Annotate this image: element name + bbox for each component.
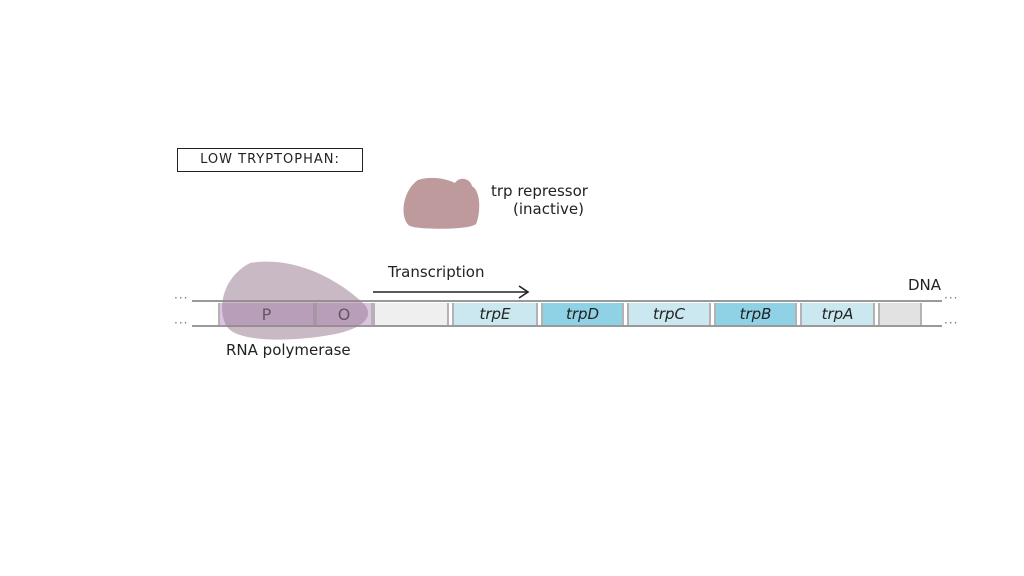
segment-leader xyxy=(373,303,449,325)
segment-trpA: trpA xyxy=(800,303,875,325)
condition-label: LOW TRYPTOPHAN: xyxy=(177,148,363,172)
trp-repressor-shape xyxy=(403,177,480,229)
dna-left-dots-bottom: ··· xyxy=(174,316,189,330)
rna-polymerase-label: RNA polymerase xyxy=(226,341,351,359)
segment-operator: O xyxy=(315,303,373,325)
transcription-arrowhead xyxy=(518,285,530,299)
segment-trpE: trpE xyxy=(452,303,538,325)
segment-trpB: trpB xyxy=(714,303,797,325)
dna-right-dots-bottom: ··· xyxy=(944,316,959,330)
segment-trpC: trpC xyxy=(627,303,711,325)
dna-label: DNA xyxy=(908,276,942,294)
dna-right-dots-top: ··· xyxy=(944,291,959,305)
segment-promoter: P xyxy=(218,303,315,325)
trp-repressor-label: trp repressor (inactive) xyxy=(491,182,588,218)
trp-repressor-label-line1: trp repressor xyxy=(491,182,588,200)
dna-left-dots-top: ··· xyxy=(174,291,189,305)
transcription-label: Transcription xyxy=(388,263,485,281)
segment-terminal xyxy=(878,303,922,325)
segment-trpD: trpD xyxy=(541,303,624,325)
trp-repressor-label-line2: (inactive) xyxy=(513,200,584,218)
